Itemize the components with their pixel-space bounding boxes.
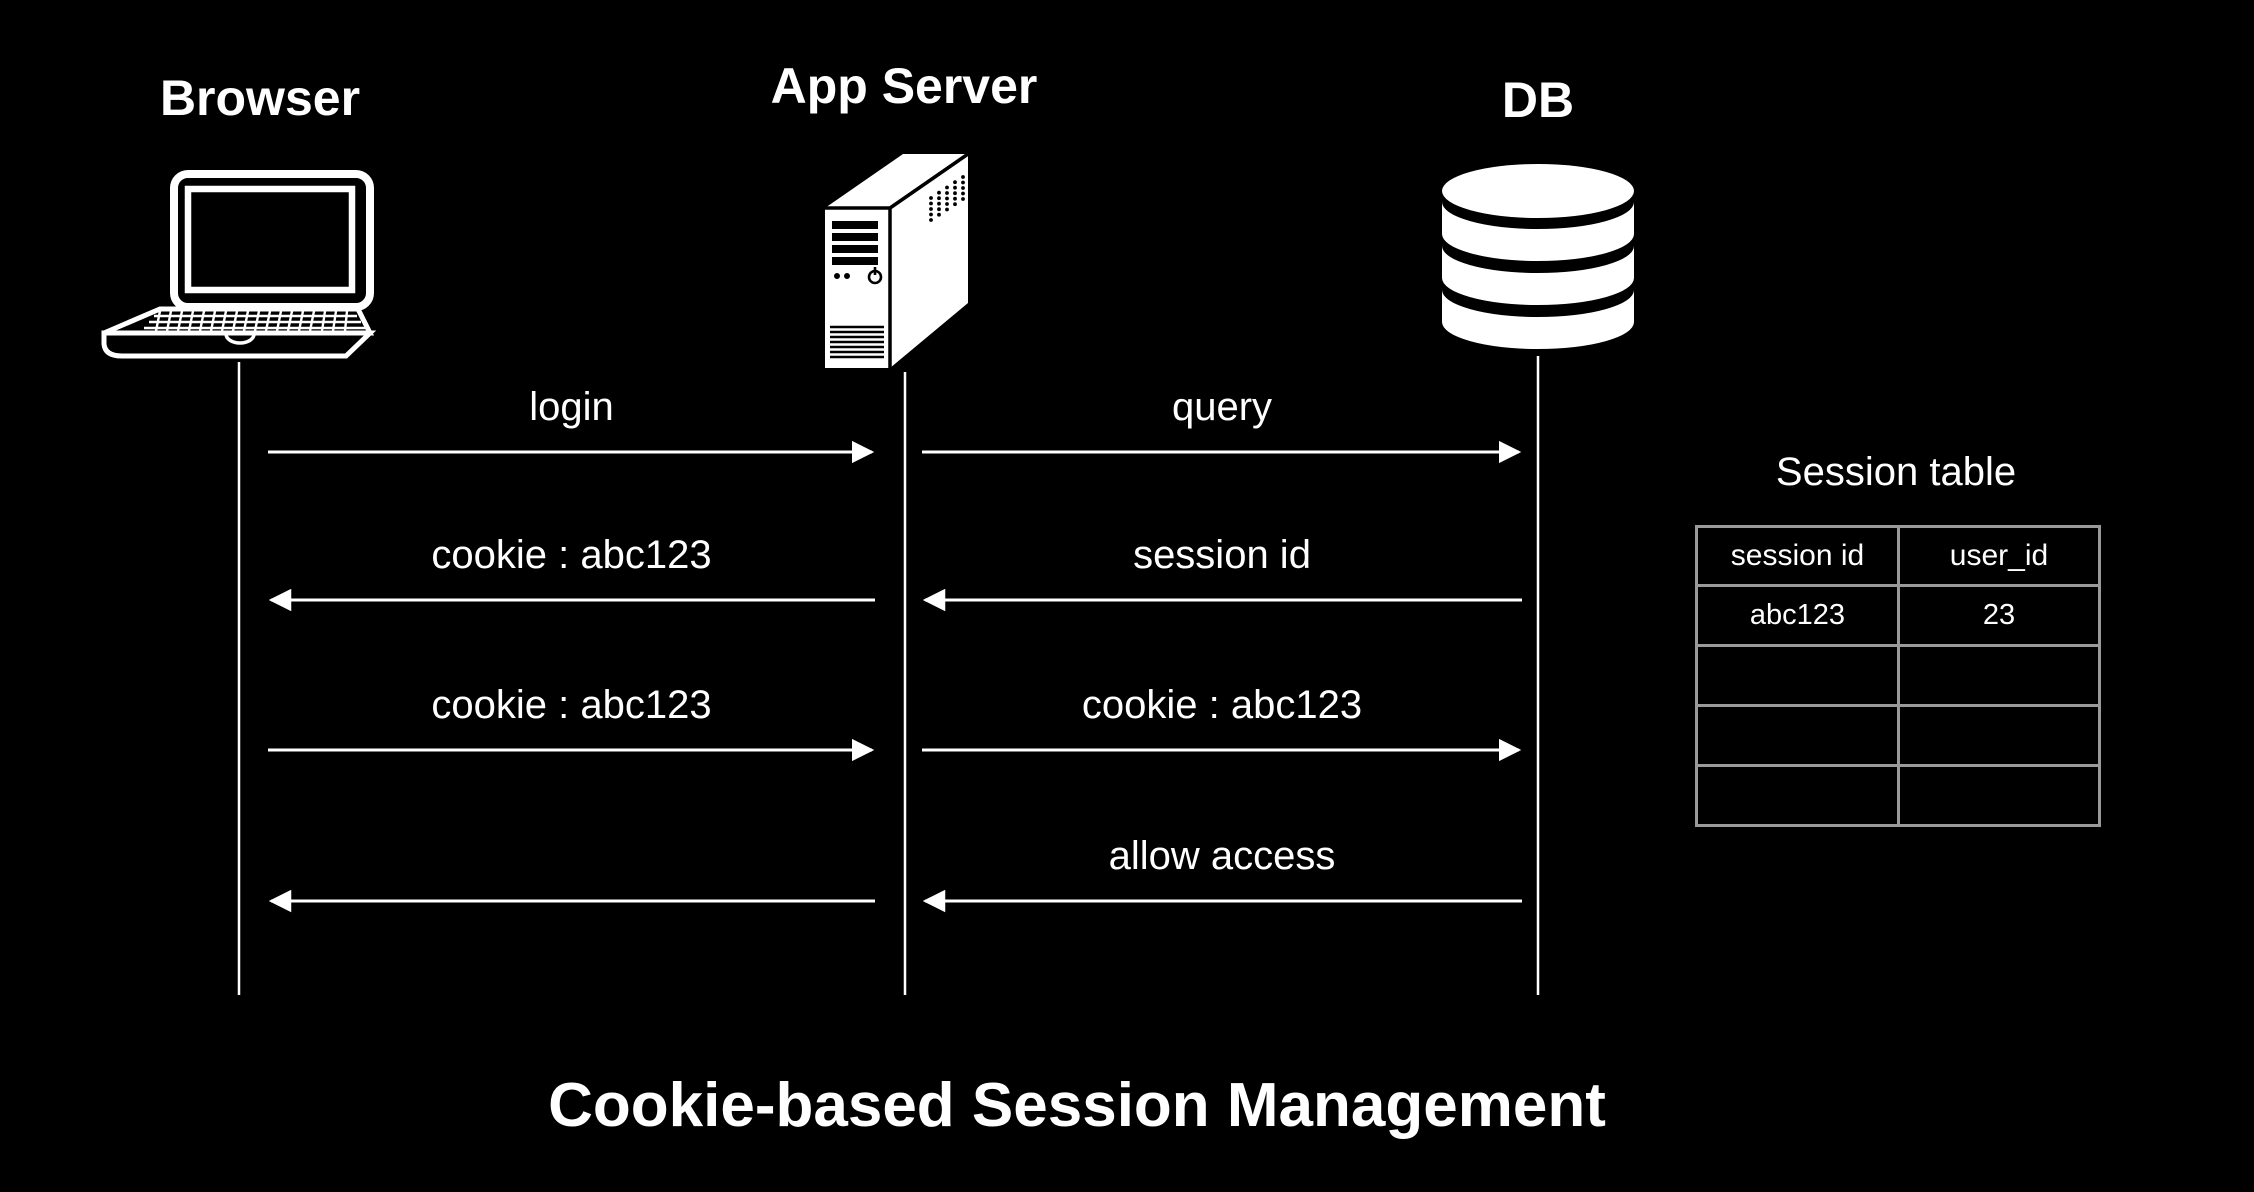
actor-label-app-server: App Server	[770, 58, 1038, 114]
server-front-vents	[830, 325, 884, 359]
cell-user-id: 23	[1897, 584, 2101, 647]
session-table-title: Session table	[1775, 450, 2017, 494]
message-label-session-id: session id	[1133, 533, 1311, 577]
column-header-session-id: session id	[1695, 525, 1900, 587]
actor-label-browser: Browser	[159, 70, 361, 126]
message-label-cookie-return: cookie : abc123	[431, 533, 712, 577]
laptop-notch	[224, 333, 256, 345]
table-row	[1695, 644, 2101, 707]
table-row: abc123 23	[1695, 584, 2101, 647]
server-front-bays	[832, 221, 878, 265]
message-label-login: login	[529, 385, 614, 429]
message-label-allow-access: allow access	[1108, 834, 1336, 878]
cell-session-id	[1695, 764, 1900, 827]
diagram-title: Cookie-based Session Management	[548, 1071, 1606, 1140]
laptop-keyboard	[144, 310, 365, 332]
laptop-icon	[101, 170, 377, 359]
server-icon	[825, 152, 969, 368]
cell-session-id	[1695, 644, 1900, 707]
database-disks	[1442, 164, 1634, 349]
column-header-user-id: user_id	[1897, 525, 2101, 587]
session-table-header-row: session id user_id	[1695, 525, 2101, 587]
laptop-screen	[184, 185, 356, 294]
message-label-query: query	[1171, 385, 1273, 429]
actor-label-db: DB	[1501, 72, 1575, 128]
cell-user-id	[1897, 764, 2101, 827]
cell-session-id	[1695, 704, 1900, 767]
message-label-cookie-forward: cookie : abc123	[1081, 683, 1363, 727]
table-row	[1695, 764, 2101, 827]
table-row	[1695, 704, 2101, 767]
cell-session-id: abc123	[1695, 584, 1900, 647]
database-icon	[1442, 164, 1634, 349]
laptop-base	[101, 330, 377, 359]
server-leds-and-power	[834, 267, 883, 285]
server-side-vents	[929, 175, 965, 222]
cell-user-id	[1897, 704, 2101, 767]
message-label-cookie-send: cookie : abc123	[431, 683, 712, 727]
cell-user-id	[1897, 644, 2101, 707]
session-table: session id user_id abc123 23	[1695, 525, 2101, 827]
